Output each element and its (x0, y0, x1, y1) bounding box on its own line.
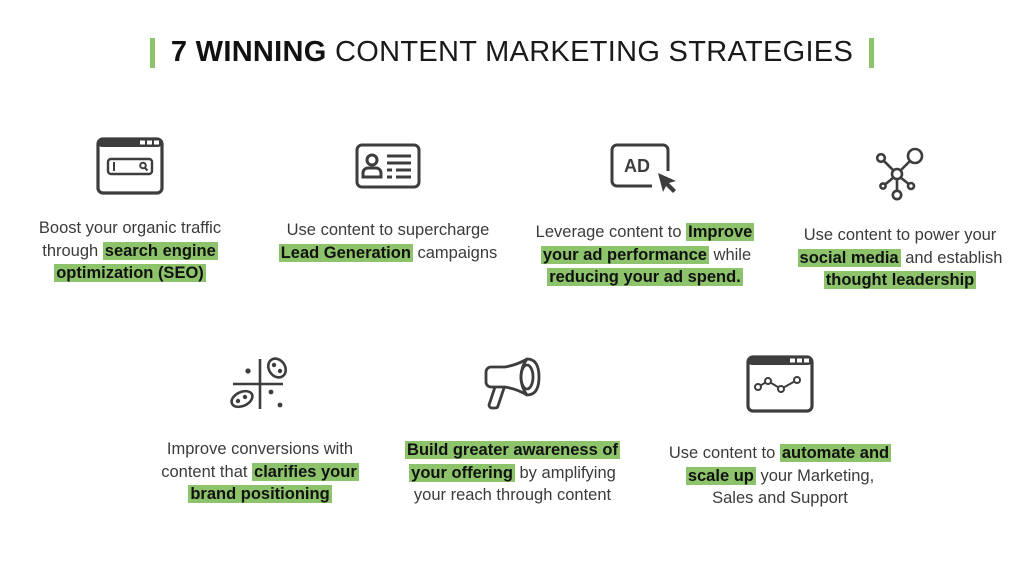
highlight: reducing your ad spend. (547, 268, 743, 286)
strategy-card-ads: AD Leverage content to Improve your ad p… (530, 143, 760, 289)
strategy-text: Improve conversions with content that cl… (161, 440, 359, 503)
highlight: social media (797, 248, 901, 267)
social-network-icon (875, 147, 924, 201)
page-title: 7 WINNING CONTENT MARKETING STRATEGIES (0, 36, 1024, 69)
browser-search-icon (96, 137, 164, 195)
strategy-text: Use content to supercharge Lead Generati… (278, 221, 498, 262)
megaphone-icon (484, 357, 540, 410)
strategy-text: Use content to automate and scale up you… (668, 444, 892, 507)
ad-click-icon: AD (610, 143, 676, 193)
strategy-card-awareness: Build greater awareness of your offering… (400, 355, 625, 507)
title-bold: 7 WINNING (170, 36, 327, 68)
strategy-text: Use content to power your social media a… (797, 226, 1003, 289)
strategy-text: Build greater awareness of your offering… (405, 441, 620, 504)
browser-chart-icon (746, 355, 814, 413)
strategy-text: Leverage content to Improve your ad perf… (535, 223, 755, 286)
strategy-card-automation: Use content to automate and scale up you… (665, 355, 895, 510)
strategy-card-lead-generation: Use content to supercharge Lead Generati… (278, 143, 498, 264)
highlight: Lead Generation (278, 243, 413, 262)
title-accent-bar-left (149, 37, 155, 68)
title-accent-bar-right (869, 37, 875, 68)
svg-text:AD: AD (624, 156, 650, 176)
strategy-card-social-media: Use content to power your social media a… (782, 146, 1018, 292)
highlight: thought leadership (823, 271, 977, 289)
positioning-matrix-icon (230, 357, 288, 409)
strategy-card-seo: Boost your organic traffic through searc… (10, 137, 250, 285)
strategy-text: Boost your organic traffic through searc… (38, 219, 222, 282)
strategy-card-brand-positioning: Improve conversions with content that cl… (140, 355, 380, 506)
contact-card-icon (355, 143, 421, 189)
title-regular: CONTENT MARKETING STRATEGIES (335, 36, 854, 68)
